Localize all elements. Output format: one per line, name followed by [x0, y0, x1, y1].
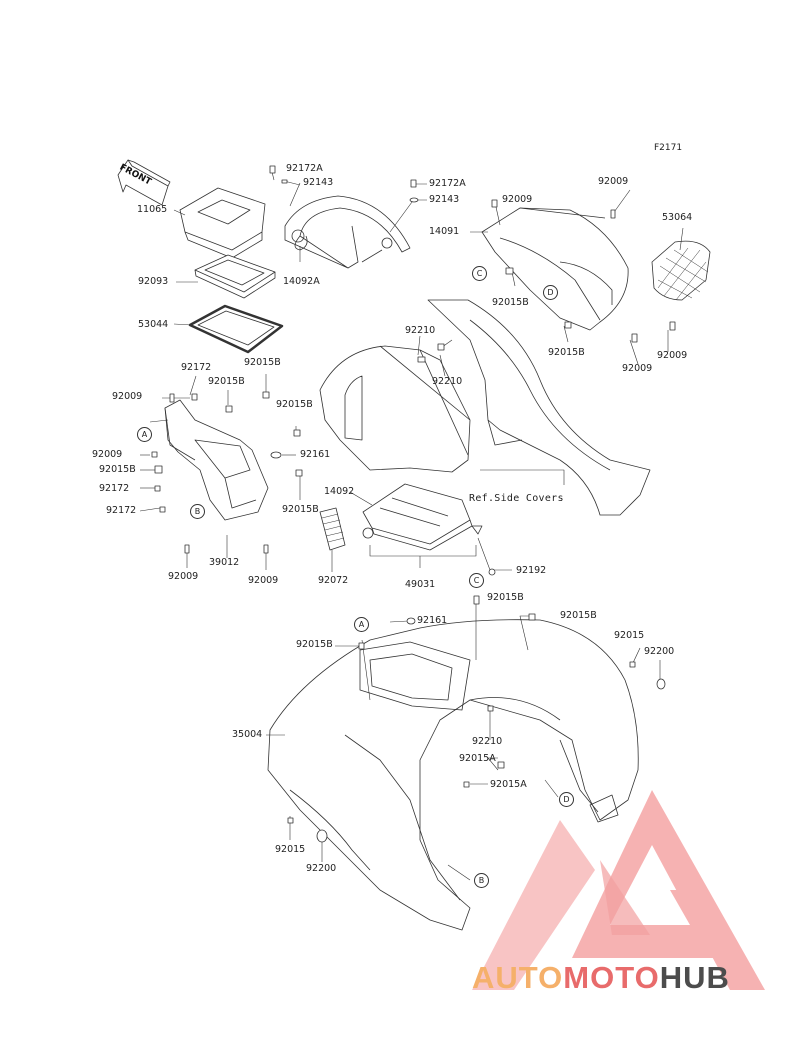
- label-92072: 92072: [318, 575, 349, 586]
- label-92015a-1: 92015A: [459, 753, 496, 764]
- label-92015: 92015: [614, 630, 645, 641]
- part-side-cover-right: [427, 299, 651, 516]
- label-92172-2: 92172: [99, 483, 130, 494]
- label-53044: 53044: [138, 319, 169, 330]
- label-92015-2: 92015: [275, 844, 306, 855]
- brand-part-auto: AUTO: [472, 960, 564, 995]
- label-92009-t2: 92009: [598, 176, 629, 187]
- brand-part-moto: MOTO: [563, 960, 660, 995]
- label-92015b-2: 92015B: [208, 376, 245, 387]
- label-92143-2: 92143: [429, 194, 460, 205]
- label-92015b-5: 92015B: [282, 504, 319, 515]
- label-92172a-1: 92172A: [286, 163, 323, 174]
- label-92015b-1: 92015B: [244, 357, 281, 368]
- callout-c-bottom: C: [469, 573, 484, 588]
- callout-d-bottom: D: [559, 792, 574, 807]
- label-92200-2: 92200: [306, 863, 337, 874]
- label-92009-l1: 92009: [112, 391, 143, 402]
- watermark-logo-icon: [472, 790, 765, 990]
- front-arrow-icon: [117, 159, 171, 206]
- part-11065-cover: [179, 187, 266, 259]
- label-92172a-2: 92172A: [429, 178, 466, 189]
- label-92172-1: 92172: [181, 362, 212, 373]
- label-11065: 11065: [137, 204, 168, 215]
- part-92072-reflector: [319, 507, 346, 551]
- label-14092a: 14092A: [283, 276, 320, 287]
- label-92200: 92200: [644, 646, 675, 657]
- label-92172-3: 92172: [106, 505, 137, 516]
- label-92210-2: 92210: [432, 376, 463, 387]
- label-92192: 92192: [516, 565, 547, 576]
- label-92015b-4: 92015B: [99, 464, 136, 475]
- label-92009-b1: 92009: [168, 571, 199, 582]
- brand-logo: AUTOMOTOHUB: [472, 960, 730, 996]
- part-side-cover-center: [319, 345, 471, 473]
- label-92015b-c: 92015B: [492, 297, 529, 308]
- label-92161-2: 92161: [417, 615, 448, 626]
- label-53064: 53064: [662, 212, 693, 223]
- label-92015b-3: 92015B: [276, 399, 313, 410]
- callout-b-bottom: B: [474, 873, 489, 888]
- label-92015b-7: 92015B: [560, 610, 597, 621]
- label-92015a-2: 92015A: [490, 779, 527, 790]
- label-92009-l2: 92009: [92, 449, 123, 460]
- label-92161-1: 92161: [300, 449, 331, 460]
- callout-a-top: A: [137, 427, 152, 442]
- part-92093-gasket: [194, 254, 276, 299]
- hardware-bolts: [151, 165, 676, 843]
- part-39012-box: [164, 399, 269, 521]
- part-14091-right-cover: [481, 207, 629, 331]
- label-92009-r2: 92009: [622, 363, 653, 374]
- part-53044-seal: [188, 304, 284, 354]
- label-92009-r1: 92009: [657, 350, 688, 361]
- part-53064-mesh: [651, 240, 711, 301]
- label-92015b-d: 92015B: [548, 347, 585, 358]
- leader-lines: [139, 171, 684, 881]
- label-92210-1: 92210: [405, 325, 436, 336]
- label-92009-t1: 92009: [502, 194, 533, 205]
- label-92015b-6: 92015B: [487, 592, 524, 603]
- label-92015b-8: 92015B: [296, 639, 333, 650]
- label-14091: 14091: [429, 226, 460, 237]
- label-49031: 49031: [405, 579, 436, 590]
- callout-c-top: C: [472, 266, 487, 281]
- brand-part-hub: HUB: [659, 960, 730, 995]
- ref-side-covers-note: Ref.Side Covers: [469, 493, 564, 504]
- figure-code: F2171: [654, 143, 683, 153]
- label-92093: 92093: [138, 276, 169, 287]
- callout-b-top: B: [190, 504, 205, 519]
- label-92143-1: 92143: [303, 177, 334, 188]
- part-35004-fender: [267, 619, 639, 931]
- callout-d-top: D: [543, 285, 558, 300]
- label-39012: 39012: [209, 557, 240, 568]
- label-92210-3: 92210: [472, 736, 503, 747]
- label-92009-b2: 92009: [248, 575, 279, 586]
- callout-a-bottom: A: [354, 617, 369, 632]
- part-14092a-cover: [284, 195, 411, 269]
- label-14092: 14092: [324, 486, 355, 497]
- part-14092-cover: [362, 483, 483, 551]
- label-35004: 35004: [232, 729, 263, 740]
